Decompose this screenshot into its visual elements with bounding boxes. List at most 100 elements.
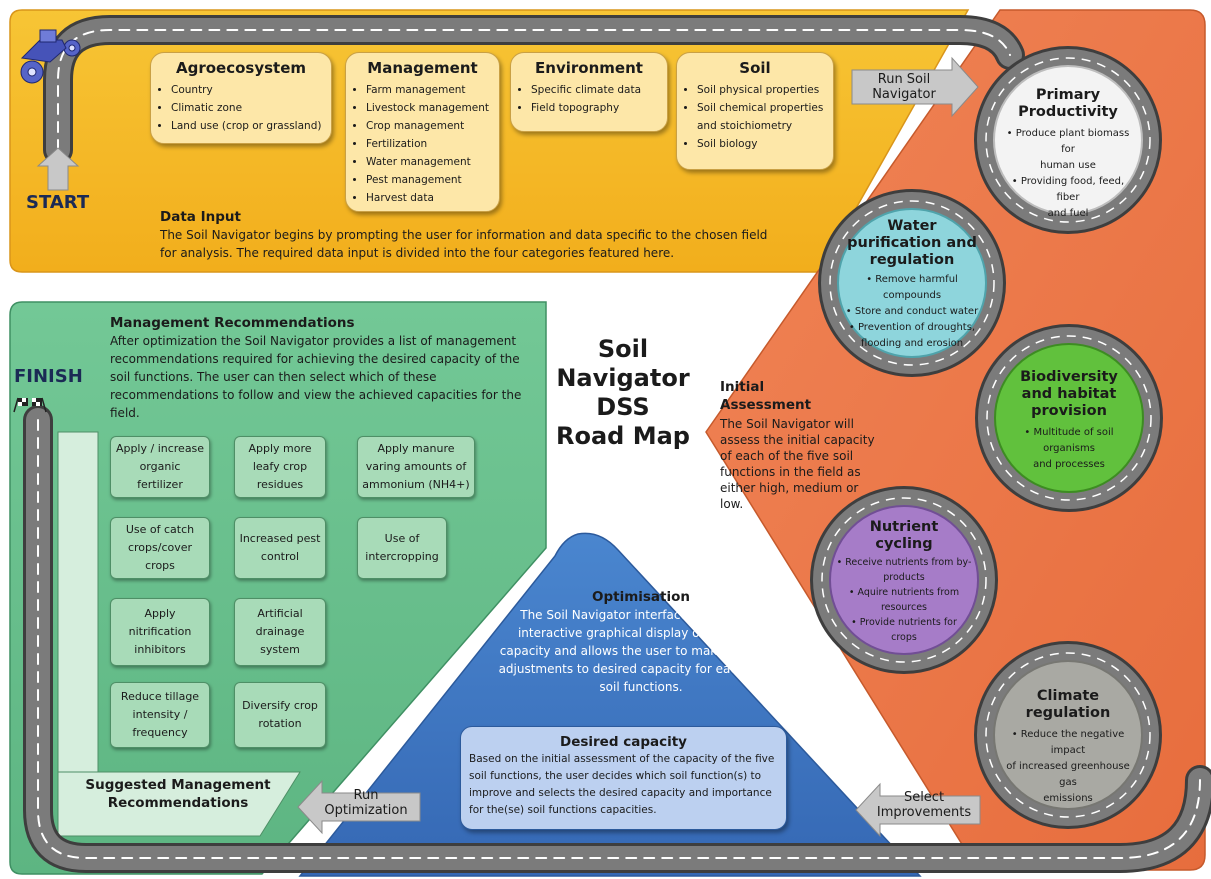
function-item: • Store and conduct water	[845, 306, 979, 317]
category-item: Field topography	[531, 99, 659, 117]
run-optimization-label: Run Optimization	[310, 788, 422, 818]
category-title: Agroecosystem	[175, 59, 307, 77]
initial-assessment-description: Initial Assessment The Soil Navigator wi…	[720, 378, 875, 512]
category-item: Specific climate data	[531, 81, 659, 99]
function-item: • Receive nutrients from by-	[836, 557, 972, 568]
recommendation-box: Apply / increase organic fertilizer	[110, 436, 210, 498]
recommendation-box: Use of intercropping	[357, 517, 447, 579]
data-input-heading: Data Input	[160, 209, 241, 225]
desired-capacity-box: Desired capacity Based on the initial as…	[460, 726, 787, 830]
function-item: • Provide nutrients for	[851, 617, 957, 628]
data-input-text: The Soil Navigator begins by prompting t…	[160, 228, 768, 260]
suggested-label-line: Recommendations	[107, 795, 249, 811]
function-item: • Reduce the negative impact	[1011, 729, 1125, 756]
category-title: Management	[367, 59, 478, 77]
category-environment: Environment Specific climate data Field …	[510, 52, 668, 132]
title-line: DSS	[596, 393, 650, 421]
function-item: • Providing food, feed, fiber	[1011, 176, 1125, 203]
select-improvements-arrow-icon	[855, 782, 981, 838]
function-item: • Produce plant biomass for	[1006, 128, 1130, 155]
run-soil-navigator-arrow-icon	[851, 56, 979, 118]
optimisation-heading: Optimisation	[591, 589, 691, 605]
recommendation-box: Apply manure varing amounts of ammonium …	[357, 436, 475, 498]
initial-assessment-heading: Initial Assessment	[720, 379, 812, 413]
category-item: Water management	[366, 153, 491, 171]
category-item: Livestock management	[366, 99, 491, 117]
desired-capacity-text: Based on the initial assessment of the c…	[469, 753, 775, 816]
function-item: resources	[880, 602, 928, 613]
category-item: Soil physical properties	[697, 81, 825, 99]
category-item: Crop management	[366, 117, 491, 135]
finish-label: FINISH	[14, 366, 83, 387]
function-item: flooding and erosion	[860, 338, 964, 349]
optimisation-description: Optimisation The Soil Navigator interfac…	[494, 588, 788, 696]
management-recommendations-heading: Management Recommendations	[110, 315, 355, 331]
recommendation-box: Apply more leafy crop residues	[234, 436, 326, 498]
recommendations-strip	[57, 431, 99, 773]
function-item: • Prevention of droughts,	[848, 322, 976, 333]
function-item: human use	[1040, 160, 1096, 171]
function-item: products	[883, 572, 925, 583]
start-label: START	[26, 192, 90, 213]
category-item: Fertilization	[366, 135, 491, 153]
recommendation-box: Reduce tillage intensity / frequency	[110, 682, 210, 748]
road	[23, 15, 1211, 873]
function-item: • Remove harmful compounds	[866, 274, 958, 301]
suggested-recommendations-banner	[57, 771, 301, 837]
tractor-icon	[20, 29, 81, 84]
title-line: Navigator	[556, 364, 690, 392]
title-line: Road Map	[556, 422, 690, 450]
function-item: emissions	[1043, 793, 1093, 804]
arrow-label-line: Run Soil	[877, 72, 931, 87]
category-item: Soil biology	[697, 135, 825, 153]
initial-assessment-text: The Soil Navigator will assess the initi…	[720, 417, 875, 511]
category-item: Farm management	[366, 81, 491, 99]
recommendation-box: Diversify crop rotation	[234, 682, 326, 748]
category-item: Soil chemical properties and stoichiomet…	[697, 99, 825, 135]
optimisation-text: The Soil Navigator interface provides an…	[498, 608, 784, 694]
function-item: and processes	[1033, 459, 1105, 470]
function-item: • Aquire nutrients from	[848, 587, 960, 598]
category-management: Management Farm management Livestock man…	[345, 52, 500, 212]
arrow-label-line: Navigator	[872, 87, 936, 102]
category-item: Land use (crop or grassland)	[171, 117, 323, 135]
title-line: Soil	[597, 335, 649, 363]
data-input-description: Data Input The Soil Navigator begins by …	[160, 208, 775, 262]
category-item: Country	[171, 81, 323, 99]
finish-flags-icon	[13, 397, 47, 413]
select-improvements-label: Select Improvements	[868, 790, 980, 820]
arrow-label-line: Select	[903, 790, 945, 805]
recommendation-box: Use of catch crops/cover crops	[110, 517, 210, 579]
category-agroecosystem: Agroecosystem Country Climatic zone Land…	[150, 52, 332, 144]
arrow-label-line: Optimization	[324, 803, 408, 818]
run-soil-navigator-label: Run Soil Navigator	[856, 72, 952, 102]
category-title: Soil	[739, 59, 771, 77]
category-item: Harvest data	[366, 189, 491, 207]
start-arrow-icon	[36, 147, 80, 191]
category-title: Environment	[535, 59, 643, 77]
recommendation-box: Artificial drainage system	[234, 598, 326, 666]
category-soil: Soil Soil physical properties Soil chemi…	[676, 52, 834, 170]
recommendation-box: Increased pest control	[234, 517, 326, 579]
function-item: • Multitude of soil organisms	[1024, 427, 1114, 454]
category-item: Pest management	[366, 171, 491, 189]
category-item: Climatic zone	[171, 99, 323, 117]
function-item: of increased greenhouse gas	[1006, 761, 1130, 788]
desired-capacity-heading: Desired capacity	[560, 734, 687, 750]
circle-road-rings	[810, 46, 1163, 829]
arrow-label-line: Run	[353, 788, 379, 803]
management-recommendations-text: After optimization the Soil Navigator pr…	[110, 334, 522, 420]
arrow-label-line: Improvements	[876, 805, 972, 820]
function-item: crops	[891, 632, 917, 643]
function-item: and fuel	[1047, 208, 1089, 219]
